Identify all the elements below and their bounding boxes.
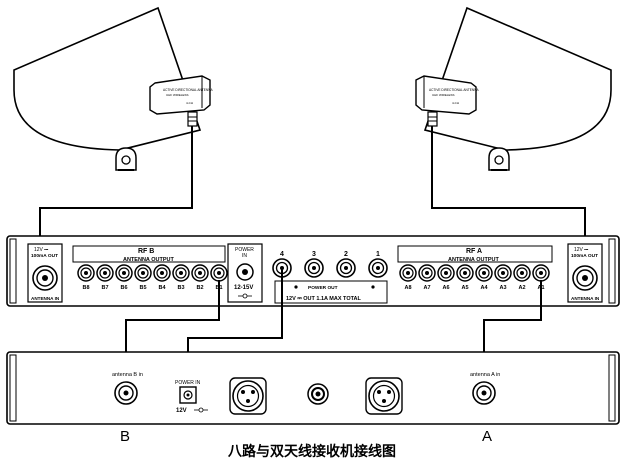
left-antenna-module: ACTIVE DIRECTIONAL ANTENNA UHF WIRELESS … [149,75,214,115]
b-output-port-b8[interactable]: B8 [77,264,95,291]
left-port-line2: 100mA OUT [31,253,58,259]
receiver-unit: antenna B in POWER IN 12V [6,351,620,425]
left-module-text-3: 4-CH [186,101,193,105]
b-output-port-b7[interactable]: B7 [96,264,114,291]
a-output-port-a4-label: A4 [480,285,488,291]
power-out-number-4: 4 [280,251,284,258]
right-antenna-mount [488,147,510,171]
label-a: A [482,428,492,445]
b-output-port-b2[interactable]: B2 [191,264,209,291]
power-out-number-3: 3 [312,251,316,258]
receiver-power-in-label: POWER IN [175,380,201,386]
a-output-port-a3-label: A3 [499,285,506,291]
b-output-port-b6[interactable]: B6 [115,264,133,291]
a-output-port-a2-label: A2 [518,285,525,291]
b-output-port-b5[interactable]: B5 [134,264,152,291]
a-output-port-a7[interactable]: A7 [418,264,436,291]
receiver-jack-out[interactable] [307,383,329,405]
right-module-text-1: ACTIVE DIRECTIONAL ANTENNA [429,88,480,92]
b-output-port-b3-label: B3 [177,285,184,291]
receiver-antenna-b-in[interactable]: antenna B in [112,372,143,405]
power-out-port-1[interactable]: 1 [368,251,388,278]
power-out-port-3[interactable]: 3 [304,251,324,278]
cable-left-antenna [39,126,193,244]
a-output-port-a5[interactable]: A5 [456,264,474,291]
antenna-a-in-label: antenna A in [470,372,500,378]
b-output-port-b4[interactable]: B4 [153,264,171,291]
distributor-rack-ear-right [608,238,616,304]
left-port-bottom: ANTENNA IN [31,296,60,301]
left-module-text-1: ACTIVE DIRECTIONAL ANTENNA [163,88,214,92]
right-port-line1: 12V ⎓ [574,247,588,253]
receiver-power-voltage: 12V [176,408,187,414]
rf-b-label: RF B [138,248,154,255]
a-output-port-a6[interactable]: A6 [437,264,455,291]
rf-a-antenna-output: ANTENNA OUTPUT [448,257,499,263]
b-output-port-b3[interactable]: B3 [172,264,190,291]
cable-a1-to-antenna-a [483,280,542,372]
antenna-b-in-label: antenna B in [112,372,143,378]
left-module-text-2: UHF WIRELESS [166,93,189,97]
antenna-distributor: 12V ⎓ 100mA OUT ANTENNA IN RF B ANTENNA … [6,235,620,307]
right-antenna-paddle [423,6,612,151]
b-output-port-b5-label: B5 [139,285,146,291]
b-output-port-b4-label: B4 [158,285,166,291]
cable-b1-to-antenna-b [125,280,220,372]
a-output-port-a6-label: A6 [442,285,449,291]
a-output-port-a7-label: A7 [423,285,430,291]
label-b: B [120,428,130,445]
right-module-text-3: 4-CH [452,101,459,105]
right-antenna-module: ACTIVE DIRECTIONAL ANTENNA UHF WIRELESS … [415,75,480,115]
b-output-port-b8-label: B8 [82,285,89,291]
power-in-sub: IN [242,253,247,259]
power-out-ports: 4 3 2 1 [272,251,388,278]
right-antenna: ACTIVE DIRECTIONAL ANTENNA UHF WIRELESS … [415,6,612,171]
a-output-port-a4[interactable]: A4 [475,264,493,291]
power-in-title: POWER [235,247,254,253]
left-antenna: ACTIVE DIRECTIONAL ANTENNA UHF WIRELESS … [13,6,214,171]
power-out-group: 4 3 2 1 POWER OUT 12V ⎓ OUT 1.1A MAX TOTAL [272,251,388,304]
receiver-xlr-out-left[interactable] [229,377,267,415]
a-output-port-a3[interactable]: A3 [494,264,512,291]
distributor-power-in[interactable]: POWER IN 12-15V [227,243,263,303]
power-out-label: POWER OUT [308,285,338,291]
power-out-max: 12V ⎓ OUT 1.1A MAX TOTAL [286,296,362,302]
b-output-port-b7-label: B7 [101,285,108,291]
right-antenna-connector [427,111,438,127]
right-port-bottom: ANTENNA IN [571,296,600,301]
left-antenna-mount [115,147,137,171]
left-antenna-connector [187,111,198,127]
right-module-text-2: UHF WIRELESS [432,93,455,97]
distributor-right-antenna-port[interactable]: 12V ⎓ 100mA OUT ANTENNA IN [567,243,603,303]
a-output-port-a5-label: A5 [461,285,468,291]
a-output-port-a8-label: A8 [404,285,411,291]
receiver-power-in[interactable]: POWER IN 12V [175,380,208,414]
left-antenna-paddle [13,6,202,151]
a-output-port-a8[interactable]: A8 [399,264,417,291]
cable-right-antenna [431,126,586,244]
diagram-caption: 八路与双天线接收机接线图 [227,443,396,459]
b-output-port-b2-label: B2 [196,285,203,291]
receiver-antenna-a-in[interactable]: antenna A in [470,372,500,405]
a-output-port-a2[interactable]: A2 [513,264,531,291]
left-port-line1: 12V ⎓ [34,247,48,253]
distributor-left-antenna-port[interactable]: 12V ⎓ 100mA OUT ANTENNA IN [27,243,63,303]
distributor-rack-ear-left [9,238,17,304]
power-in-voltage: 12-15V [234,285,253,291]
power-out-port-2[interactable]: 2 [336,251,356,278]
rf-b-antenna-output: ANTENNA OUTPUT [123,257,174,263]
power-out-number-2: 2 [344,251,348,258]
b-output-port-b6-label: B6 [120,285,127,291]
rf-a-label: RF A [466,248,482,255]
right-port-line2: 100mA OUT [571,253,598,259]
receiver-xlr-out-right[interactable] [365,377,403,415]
power-out-number-1: 1 [376,251,380,258]
